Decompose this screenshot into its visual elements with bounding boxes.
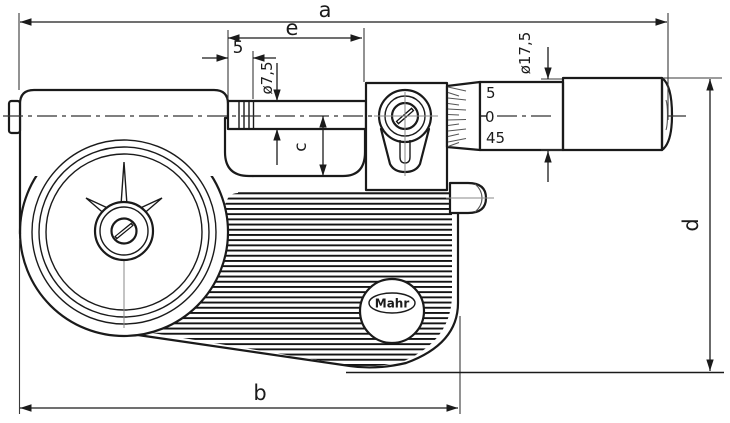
knurl-surface xyxy=(561,76,664,152)
frame-lower-outline xyxy=(129,211,460,369)
sleeve-scale-bottom: 45 xyxy=(486,129,505,147)
housing-body-fill xyxy=(20,90,228,176)
label-b: b xyxy=(253,381,266,405)
mahr-logo-text: Mahr xyxy=(375,297,410,311)
label-5: 5 xyxy=(233,38,244,58)
label-spindle-diameter: ø7,5 xyxy=(258,61,276,94)
vernier-ticks xyxy=(447,86,467,148)
label-d: d xyxy=(679,218,703,231)
sleeve-scale-zero: 0 xyxy=(485,108,495,126)
side-knob xyxy=(446,181,494,215)
thimble-bevel xyxy=(445,80,482,152)
spindle xyxy=(226,99,368,131)
graduated-sleeve: 5 0 45 xyxy=(478,80,565,152)
sleeve-scale-top: 5 xyxy=(486,84,496,102)
mahr-logo: Mahr xyxy=(358,277,426,345)
anvil-cap xyxy=(7,99,22,135)
dimension-labels: a e 5 ø7,5 c ø17,5 d b xyxy=(233,0,703,405)
label-a: a xyxy=(319,0,332,22)
label-c: c xyxy=(291,142,311,151)
knurled-thimble xyxy=(561,76,674,152)
label-e: e xyxy=(286,16,299,40)
label-thimble-diameter: ø17,5 xyxy=(516,32,534,75)
dial-indicator-needle xyxy=(85,161,163,328)
dimension-lines xyxy=(20,18,714,412)
frame-web xyxy=(223,116,367,178)
